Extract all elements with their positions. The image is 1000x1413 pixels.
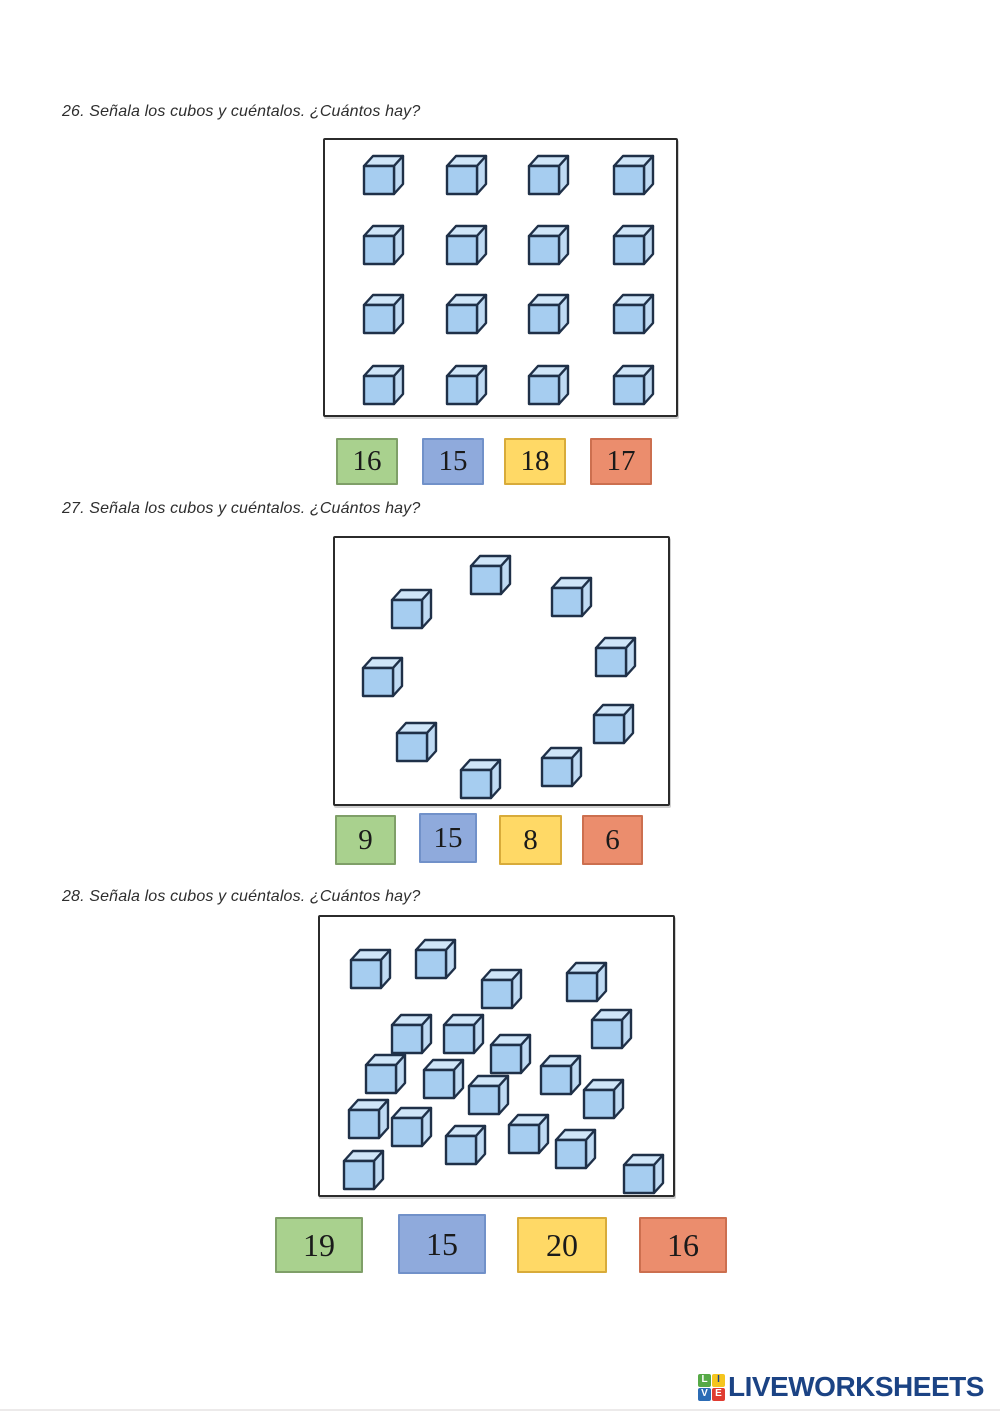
exercise-26-cube-box <box>323 138 678 417</box>
cube-icon[interactable] <box>465 553 513 597</box>
answer-option-26-16[interactable]: 16 <box>336 438 398 485</box>
cube-icon[interactable] <box>386 1012 434 1056</box>
cube-icon[interactable] <box>360 1052 408 1096</box>
cube-icon[interactable] <box>561 960 609 1004</box>
answer-option-27-8[interactable]: 8 <box>499 815 562 865</box>
answer-option-28-20[interactable]: 20 <box>517 1217 607 1273</box>
cube-icon[interactable] <box>391 720 439 764</box>
cube-icon[interactable] <box>441 363 489 407</box>
cube-icon[interactable] <box>476 967 524 1011</box>
cube-icon[interactable] <box>358 363 406 407</box>
cube-icon[interactable] <box>618 1152 666 1196</box>
exercise-28-prompt: 28. Señala los cubos y cuéntalos. ¿Cuánt… <box>62 888 421 905</box>
logo-tile-i: I <box>712 1373 725 1387</box>
cube-icon[interactable] <box>386 587 434 631</box>
cube-icon[interactable] <box>338 1148 386 1192</box>
exercise-28-cube-box <box>318 915 675 1197</box>
exercise-27-prompt: 27. Señala los cubos y cuéntalos. ¿Cuánt… <box>62 500 421 517</box>
answer-option-26-18[interactable]: 18 <box>504 438 566 485</box>
cube-icon[interactable] <box>546 575 594 619</box>
logo-tile-e: E <box>712 1387 725 1401</box>
cube-icon[interactable] <box>590 635 638 679</box>
cube-icon[interactable] <box>536 745 584 789</box>
exercise-26-prompt: 26. Señala los cubos y cuéntalos. ¿Cuánt… <box>62 103 421 120</box>
answer-option-27-9[interactable]: 9 <box>335 815 396 865</box>
cube-icon[interactable] <box>578 1077 626 1121</box>
cube-icon[interactable] <box>608 153 656 197</box>
cube-icon[interactable] <box>503 1112 551 1156</box>
cube-icon[interactable] <box>358 292 406 336</box>
cube-icon[interactable] <box>386 1105 434 1149</box>
cube-icon[interactable] <box>608 363 656 407</box>
cube-icon[interactable] <box>485 1032 533 1076</box>
logo-tile-l: L <box>698 1373 711 1387</box>
cube-icon[interactable] <box>586 1007 634 1051</box>
exercise-27-cube-box <box>333 536 670 806</box>
cube-icon[interactable] <box>550 1127 598 1171</box>
cube-icon[interactable] <box>441 223 489 267</box>
cube-icon[interactable] <box>410 937 458 981</box>
cube-icon[interactable] <box>358 223 406 267</box>
cube-icon[interactable] <box>343 1097 391 1141</box>
cube-icon[interactable] <box>523 363 571 407</box>
answer-option-28-16[interactable]: 16 <box>639 1217 727 1273</box>
logo-tile-v: V <box>698 1387 711 1401</box>
answer-option-27-15[interactable]: 15 <box>419 813 477 863</box>
cube-icon[interactable] <box>345 947 393 991</box>
cube-icon[interactable] <box>455 757 503 801</box>
cube-icon[interactable] <box>535 1053 583 1097</box>
answer-option-27-6[interactable]: 6 <box>582 815 643 865</box>
answer-option-28-15[interactable]: 15 <box>398 1214 486 1274</box>
answer-option-26-15[interactable]: 15 <box>422 438 484 485</box>
cube-icon[interactable] <box>523 153 571 197</box>
cube-icon[interactable] <box>441 153 489 197</box>
cube-icon[interactable] <box>523 292 571 336</box>
cube-icon[interactable] <box>463 1073 511 1117</box>
answer-option-26-17[interactable]: 17 <box>590 438 652 485</box>
liveworksheets-logo-text: LIVEWORKSHEETS <box>728 1371 984 1402</box>
cube-icon[interactable] <box>608 292 656 336</box>
cube-icon[interactable] <box>523 223 571 267</box>
cube-icon[interactable] <box>440 1123 488 1167</box>
cube-icon[interactable] <box>608 223 656 267</box>
cube-icon[interactable] <box>418 1057 466 1101</box>
cube-icon[interactable] <box>588 702 636 746</box>
cube-icon[interactable] <box>441 292 489 336</box>
cube-icon[interactable] <box>438 1012 486 1056</box>
page-edge-shadow <box>0 1409 1000 1411</box>
cube-icon[interactable] <box>357 655 405 699</box>
answer-option-28-19[interactable]: 19 <box>275 1217 363 1273</box>
cube-icon[interactable] <box>358 153 406 197</box>
